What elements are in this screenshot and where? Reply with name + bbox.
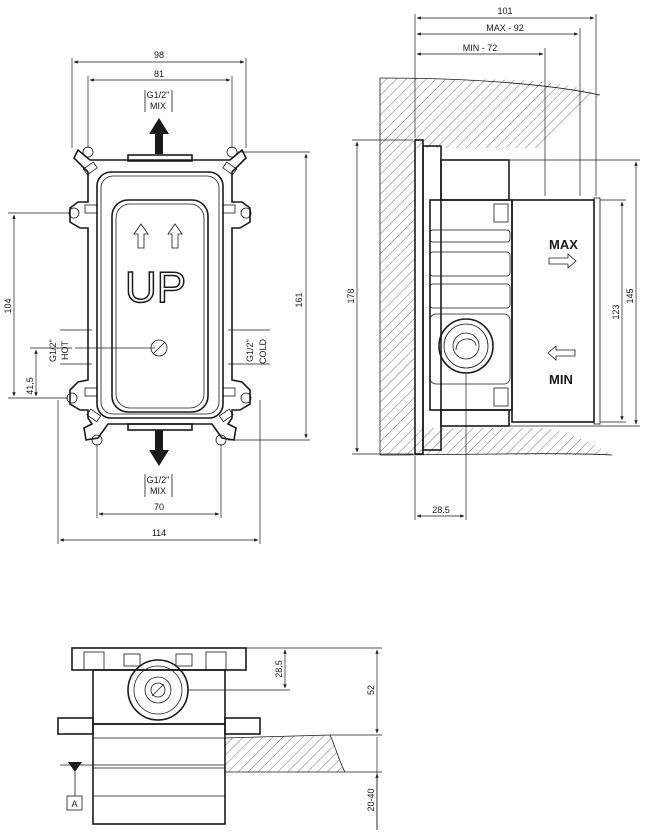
cold-thread-label: G1/2"	[245, 339, 255, 362]
svg-text:145: 145	[625, 288, 635, 303]
svg-text:MAX - 92: MAX - 92	[486, 23, 524, 33]
svg-text:20-40: 20-40	[366, 788, 376, 811]
bottom-body	[57, 647, 261, 825]
dim-41-5: 41,5	[25, 347, 72, 397]
dim-min-72: MIN - 72	[416, 43, 546, 196]
dim-101: 101	[414, 6, 597, 196]
svg-text:MIN - 72: MIN - 72	[463, 43, 498, 53]
up-label: UP	[125, 263, 186, 312]
top-outlet-stub	[127, 154, 193, 162]
svg-text:114: 114	[152, 528, 166, 538]
up-arrow-icons	[133, 223, 183, 249]
bottom-mix-label: MIX	[150, 486, 166, 496]
dim-104: 104	[3, 212, 70, 399]
svg-text:98: 98	[154, 50, 164, 60]
mix-down-arrow	[149, 430, 169, 466]
svg-text:81: 81	[154, 69, 164, 79]
dim-52: 52	[290, 647, 382, 736]
bottom-outlet-stub	[127, 423, 193, 431]
slab-hatch	[224, 735, 345, 772]
hot-label: HOT	[60, 341, 70, 361]
dim-161: 161	[228, 151, 310, 441]
svg-text:101: 101	[497, 6, 512, 16]
dim-70: 70	[96, 444, 222, 518]
svg-text:28,5: 28,5	[274, 660, 284, 678]
dim-28-5-bottom: 28,5	[188, 647, 290, 691]
dim-114: 114	[57, 400, 261, 544]
wall-hatch	[380, 78, 612, 455]
dim-20-40: 20-40	[345, 737, 382, 830]
svg-text:70: 70	[154, 502, 164, 512]
side-view: MAX MIN 101 MAX - 92 MIN - 72 178	[346, 6, 640, 520]
min-arrow-icon	[547, 345, 576, 361]
min-label: MIN	[549, 372, 573, 387]
dim-98: 98	[71, 50, 247, 148]
bottom-view: A 28,5 52 20-40	[57, 647, 382, 830]
dim-81: 81	[87, 69, 233, 148]
mix-up-arrow	[149, 118, 169, 154]
dim-178: 178	[346, 139, 413, 455]
svg-text:161: 161	[294, 292, 304, 307]
svg-text:178: 178	[346, 288, 356, 303]
svg-text:52: 52	[366, 685, 376, 695]
svg-text:28.5: 28.5	[432, 505, 450, 515]
dim-145: 145	[510, 159, 640, 427]
datum-triangle-icon	[68, 762, 82, 772]
bottom-thread-label: G1/2"	[147, 475, 170, 485]
svg-text:123: 123	[611, 304, 621, 319]
top-thread-label: G1/2"	[147, 90, 170, 100]
datum-label: A	[71, 799, 77, 809]
hot-thread-label: G1/2"	[48, 339, 58, 362]
cold-label: COLD	[258, 338, 268, 364]
svg-text:104: 104	[3, 298, 13, 313]
front-view: UP G1/2" MIX G1/2" MIX G1/2" HOT G1/2" C…	[3, 50, 310, 544]
dim-max-92: MAX - 92	[416, 23, 581, 196]
datum-box	[66, 795, 83, 811]
mounting-holes	[66, 146, 252, 446]
max-arrow-icon	[548, 253, 577, 269]
max-label: MAX	[549, 237, 578, 252]
svg-text:41,5: 41,5	[25, 377, 35, 395]
front-body-outline	[69, 148, 251, 441]
side-body	[414, 139, 601, 455]
top-mix-label: MIX	[150, 101, 166, 111]
dim-123: 123	[600, 199, 626, 423]
dim-28-5-side: 28.5	[414, 374, 467, 520]
